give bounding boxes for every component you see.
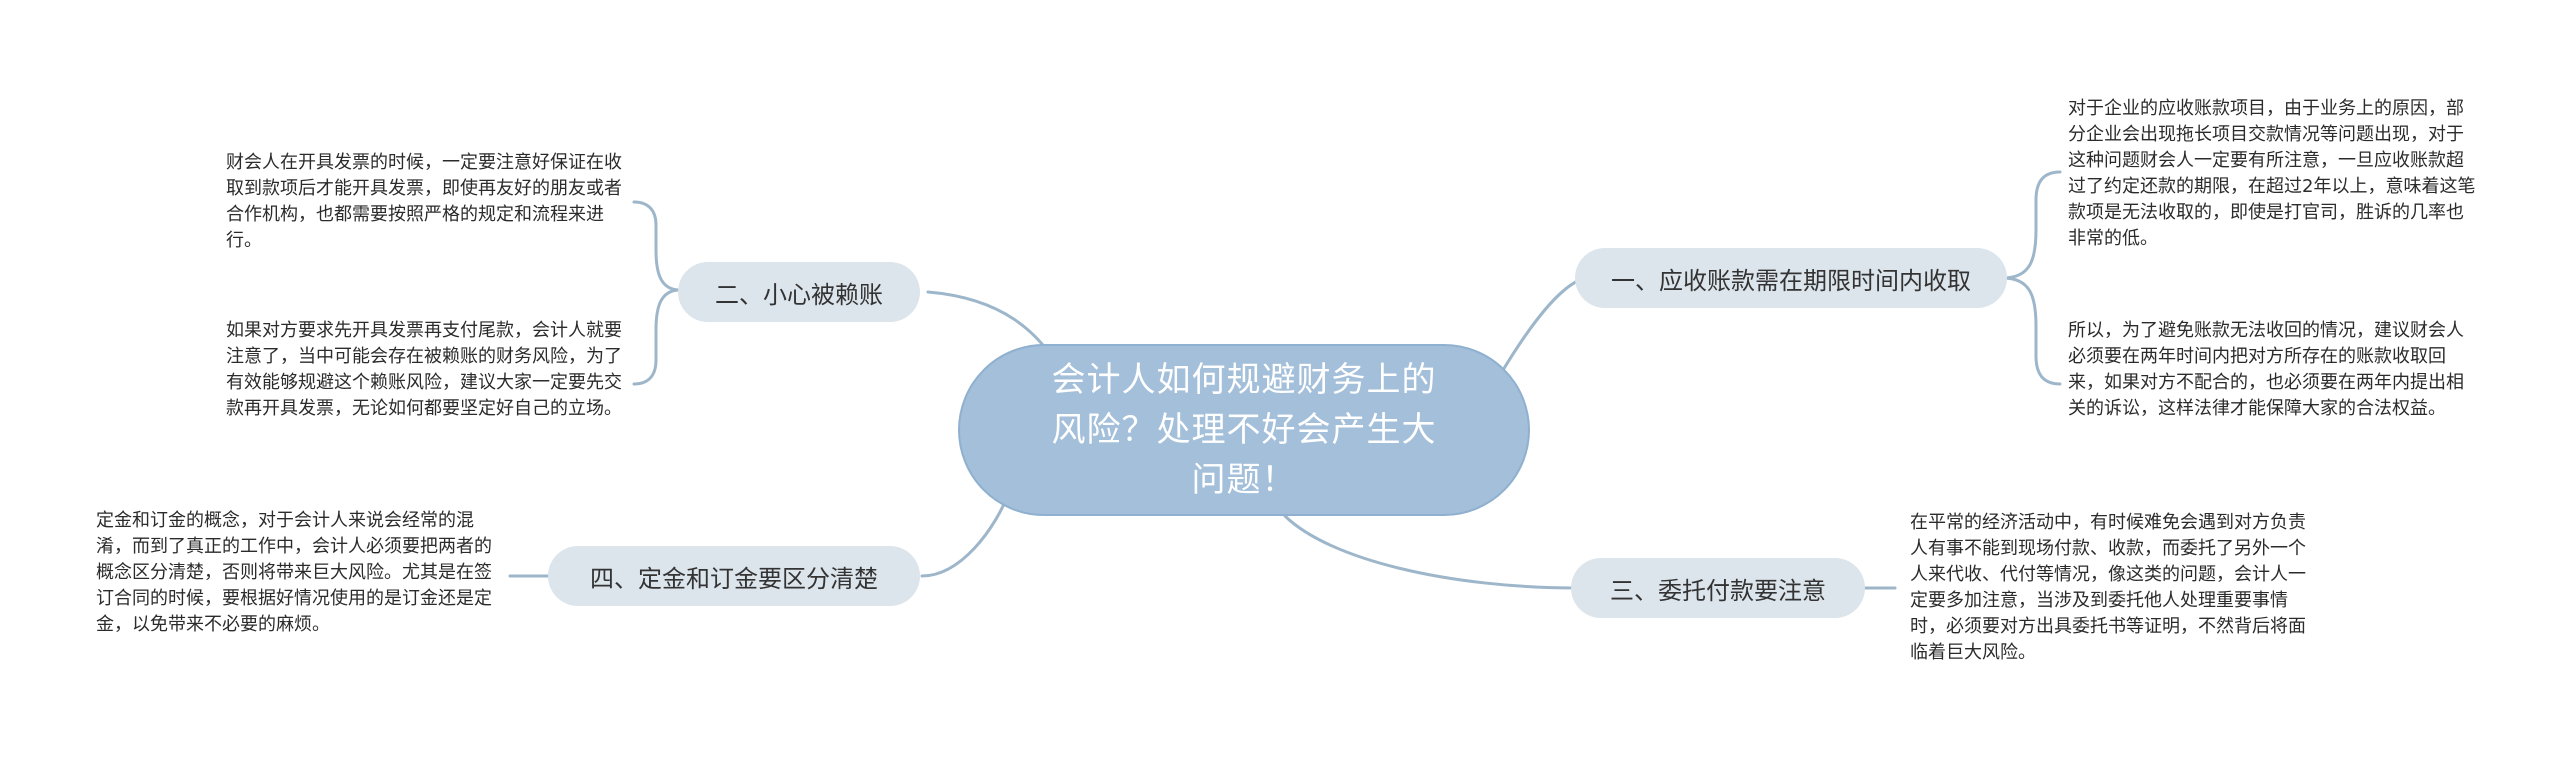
central-topic-title: 会计人如何规避财务上的风险？处理不好会产生大问题！ bbox=[1051, 360, 1437, 500]
branch-3-label: 三、委托付款要注意 bbox=[1610, 576, 1826, 605]
connector-central-branch-1 bbox=[1498, 276, 1587, 377]
branch-1-detail-2: 所以，为了避免账款无法收回的情况，建议财会人必须要在两年时间内把对方所存在的账款… bbox=[2068, 320, 2464, 419]
branch-4-topic: 四、定金和订金要区分清楚 bbox=[548, 546, 920, 606]
branch-1-label: 一、应收账款需在期限时间内收取 bbox=[1611, 266, 1971, 295]
branch-1-topic: 一、应收账款需在期限时间内收取 bbox=[1575, 248, 2007, 308]
branch-3-detail-1: 在平常的经济活动中，有时候难免会遇到对方负责人有事不能到现场付款、收款，而委托了… bbox=[1910, 512, 2306, 663]
connector-branch-1-detail-2 bbox=[2001, 276, 2062, 386]
branch-2-topic: 二、小心被赖账 bbox=[678, 262, 920, 322]
connector-central-branch-3 bbox=[1283, 514, 1580, 590]
branch-3-topic: 三、委托付款要注意 bbox=[1571, 558, 1865, 618]
branch-2-detail-2: 如果对方要求先开具发票再支付尾款，会计人就要注意了，当中可能会存在被赖账的财务风… bbox=[226, 320, 622, 419]
branch-4-label: 四、定金和订金要区分清楚 bbox=[590, 564, 878, 593]
central-topic: 会计人如何规避财务上的风险？处理不好会产生大问题！ bbox=[958, 344, 1530, 516]
branch-4-detail-1: 定金和订金的概念，对于会计人来说会经常的混淆，而到了真正的工作中，会计人必须要把… bbox=[96, 510, 492, 635]
connector-branch-2-detail-2 bbox=[632, 288, 682, 386]
branch-2-label: 二、小心被赖账 bbox=[715, 280, 883, 309]
connector-branch-1-detail-1 bbox=[2001, 170, 2062, 280]
connector-central-branch-4 bbox=[920, 488, 1012, 578]
branch-1-detail-1: 对于企业的应收账款项目，由于业务上的原因，部分企业会出现拖长项目交款情况等问题出… bbox=[2068, 98, 2476, 249]
branch-2-detail-1: 财会人在开具发票的时候，一定要注意好保证在收取到款项后才能开具发票，即使再友好的… bbox=[226, 152, 622, 251]
connector-branch-2-detail-1 bbox=[632, 200, 682, 292]
